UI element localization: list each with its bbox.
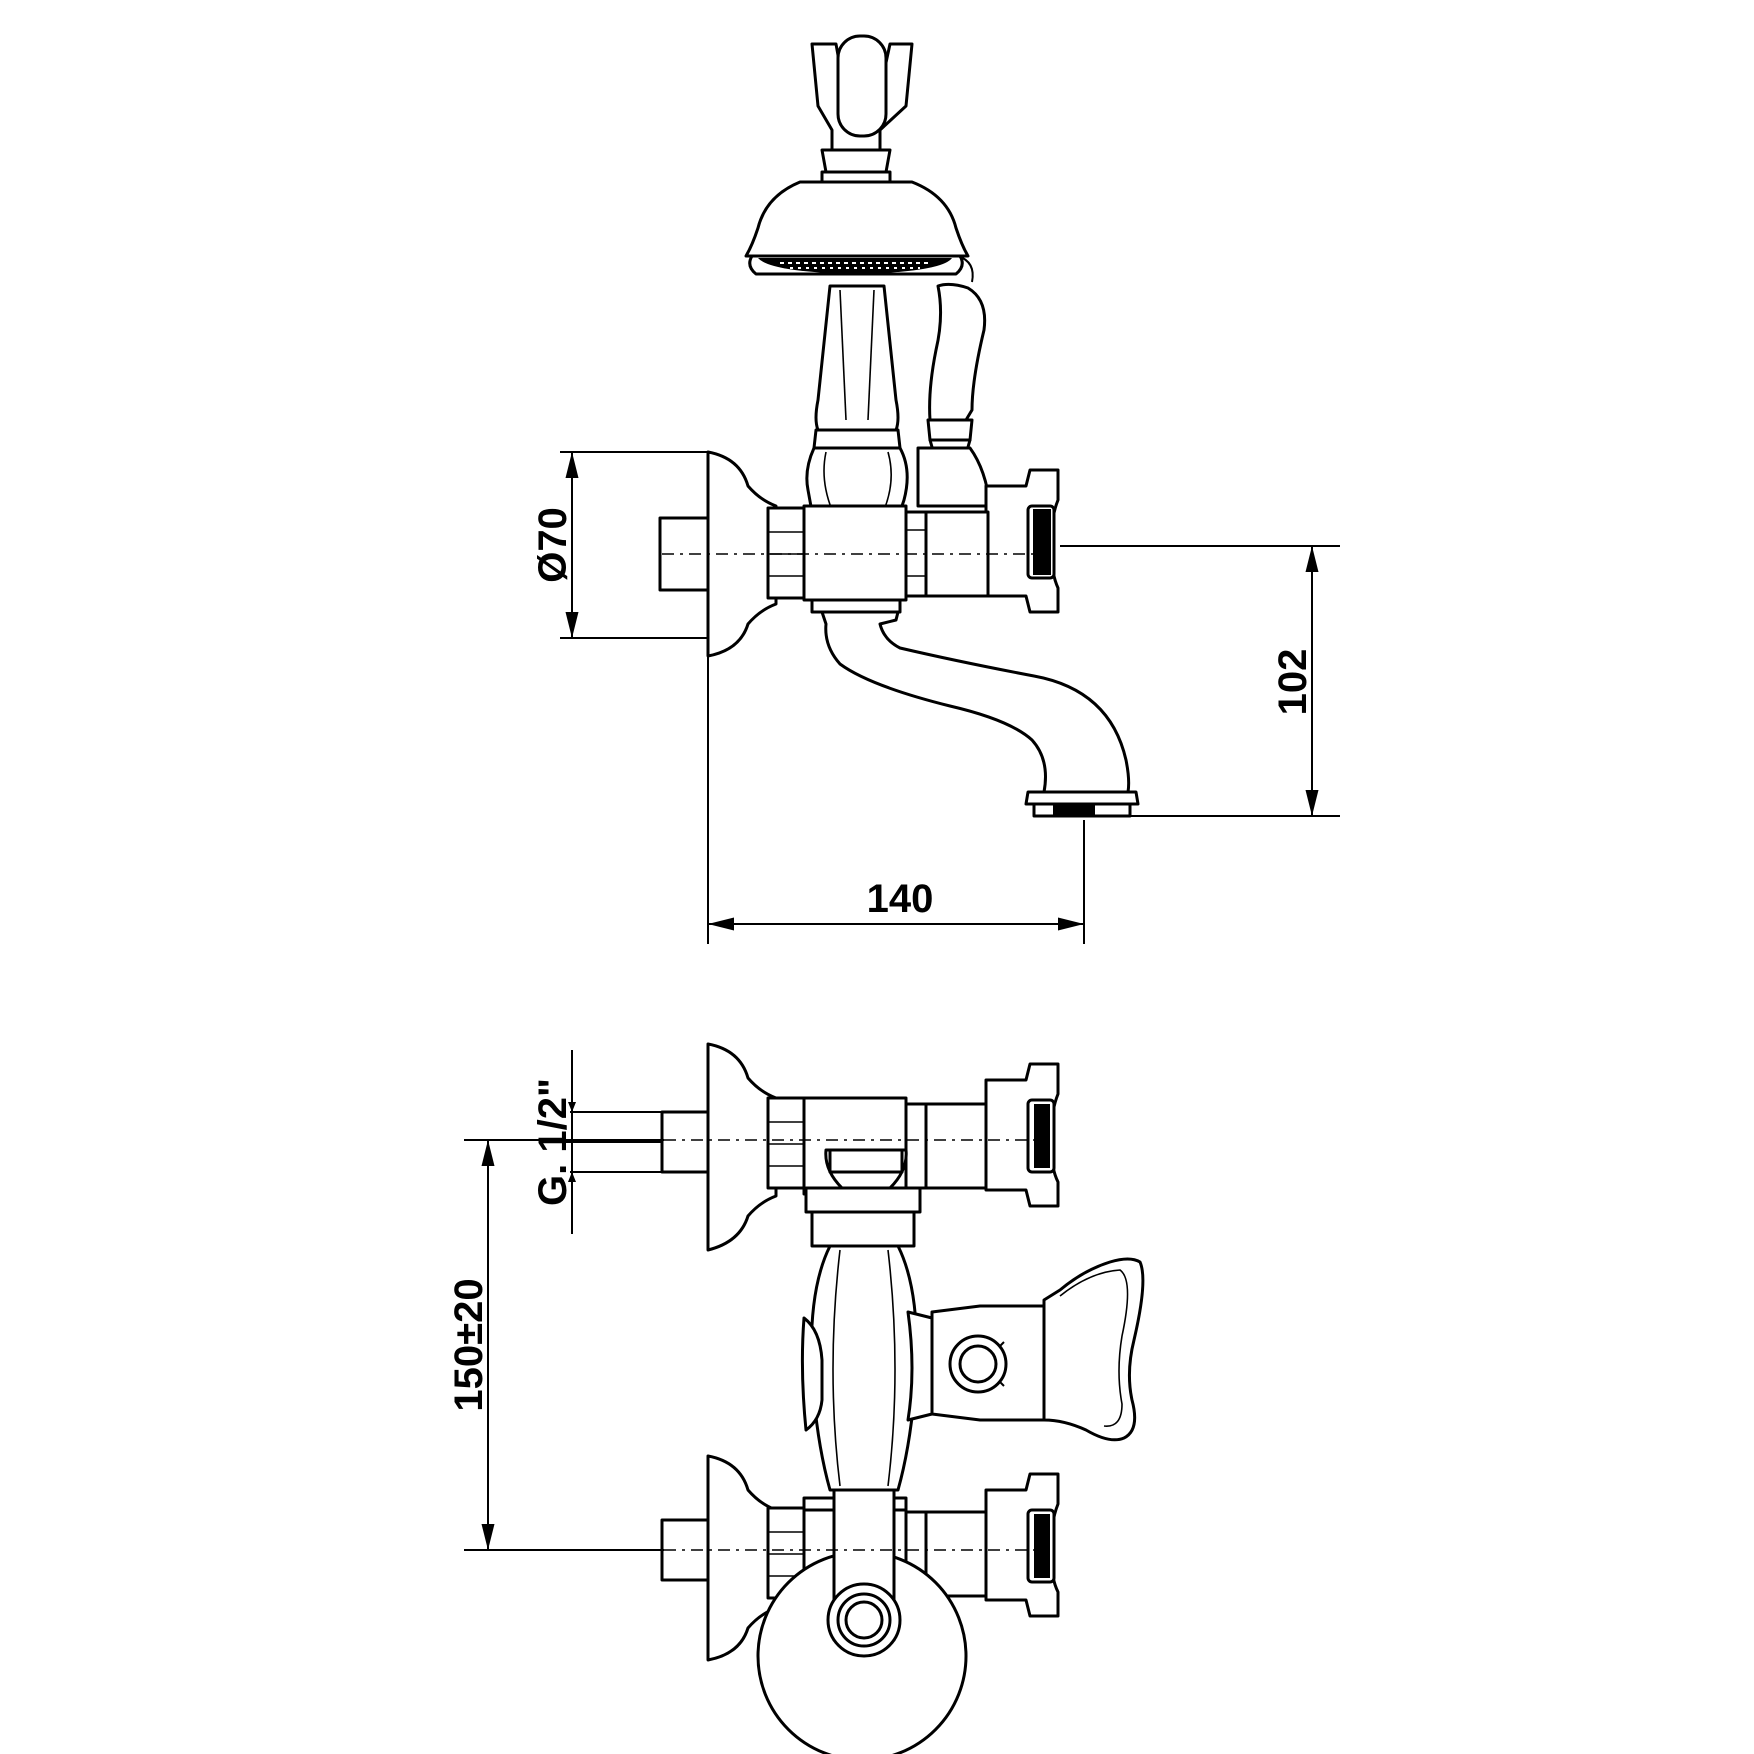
hand-shower-holder [926, 282, 987, 456]
wall-flange [706, 450, 778, 658]
hex-nut [766, 506, 806, 600]
upper-inlet [660, 1042, 1060, 1252]
valve-collar [810, 598, 902, 614]
dim-diameter-label: Ø70 [531, 507, 575, 583]
dimension-diameter: Ø70 [531, 451, 708, 639]
dim-thread-label: G. 1/2" [531, 1078, 575, 1206]
valve-body [802, 504, 990, 602]
wall-rosette [756, 1488, 968, 1754]
mixer-column [805, 428, 909, 514]
central-column [800, 1148, 934, 1492]
dim-centers-label: 150±20 [447, 1278, 491, 1411]
dimension-projection: 140 [707, 656, 1085, 944]
dimension-spout-height: 102 [1060, 545, 1340, 817]
shower-head [744, 170, 974, 283]
shower-bracket [810, 34, 914, 174]
diverter-body [916, 446, 992, 508]
bath-spout [820, 610, 1140, 818]
front-view: G. 1/2" 150±20 [447, 1042, 1145, 1754]
dimension-thread: G. 1/2" [531, 1050, 662, 1234]
dim-spout-height-label: 102 [1271, 649, 1315, 716]
diverter-knob [930, 1304, 1050, 1422]
spout-front [1042, 1257, 1145, 1442]
dim-projection-label: 140 [867, 877, 934, 921]
cross-handle-side [984, 468, 1060, 614]
shower-handle [814, 284, 900, 432]
dimension-centers: 150±20 [447, 1139, 664, 1551]
side-view: Ø70 102 140 [531, 34, 1340, 944]
